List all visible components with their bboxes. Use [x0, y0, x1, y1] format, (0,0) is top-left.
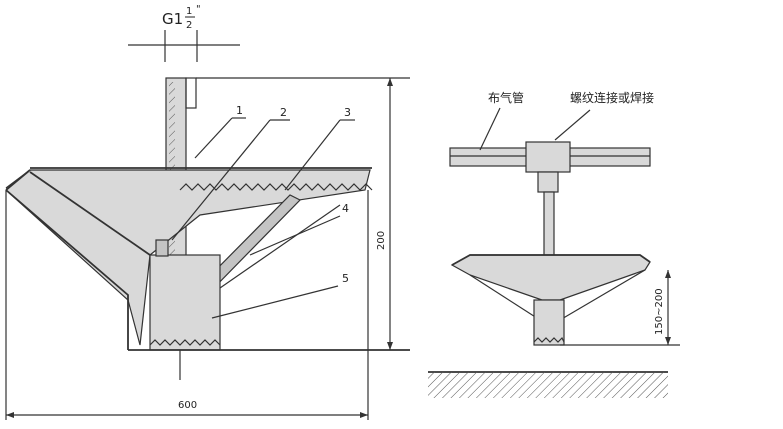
leader-5	[211, 285, 339, 319]
umbrella-left-lip	[5, 169, 31, 191]
width-arrow-right	[360, 412, 368, 418]
diffuser-cylinder	[533, 299, 565, 346]
left-section-view	[5, 30, 410, 420]
diffuser-umbrella-body	[5, 169, 371, 346]
serrated-edge-top	[179, 183, 373, 191]
width-dim-label: 600	[178, 400, 197, 411]
right-installation-view	[428, 107, 680, 398]
height-dim-label: 200	[376, 231, 387, 250]
diffuser-serrated-bottom	[533, 336, 565, 343]
diffuser-cap	[450, 254, 651, 301]
tank-floor	[428, 371, 668, 398]
leader-1	[194, 117, 233, 159]
leader-gas-pipe	[479, 107, 501, 151]
height-arrow-bottom	[387, 342, 393, 350]
callout-3: 3	[344, 106, 351, 119]
install-arrow-bottom	[665, 337, 671, 345]
callout-5: 5	[342, 272, 349, 285]
callout-4: 4	[342, 202, 349, 215]
install-dim-label: 150~200	[654, 288, 665, 335]
leader-2	[171, 119, 271, 241]
leader-3	[284, 119, 341, 191]
tee-branch	[537, 171, 559, 193]
umbrella-left-outer	[5, 189, 129, 350]
guide-line	[219, 204, 341, 289]
label-gas-pipe: 布气管	[488, 90, 524, 105]
callout-2: 2	[280, 106, 287, 119]
label-connection: 螺纹连接或焊接	[570, 90, 654, 105]
pipe-cap	[185, 77, 197, 109]
diffuser-cap-top	[451, 254, 651, 266]
pipe-nut	[155, 239, 169, 257]
pipe-size-frac-bottom: 2	[186, 20, 192, 31]
height-arrow-top	[387, 78, 393, 86]
callout-1: 1	[236, 104, 243, 117]
width-arrow-left	[6, 412, 14, 418]
serrated-edge-bottom	[149, 339, 221, 346]
diffuser-left-wall	[469, 274, 541, 321]
install-arrow-top	[665, 270, 671, 278]
leader-4	[249, 215, 341, 256]
lower-cylinder	[149, 254, 221, 351]
umbrella-left-inner	[29, 171, 151, 256]
tee-fitting	[525, 141, 571, 173]
floor-hatch	[428, 372, 668, 398]
pipe-size-inch: "	[196, 4, 201, 15]
diffuser-right-wall	[559, 269, 646, 321]
pipe-size-frac-top: 1	[186, 6, 192, 17]
pipe-size-label: G1	[162, 10, 183, 28]
leader-connection	[554, 109, 591, 141]
